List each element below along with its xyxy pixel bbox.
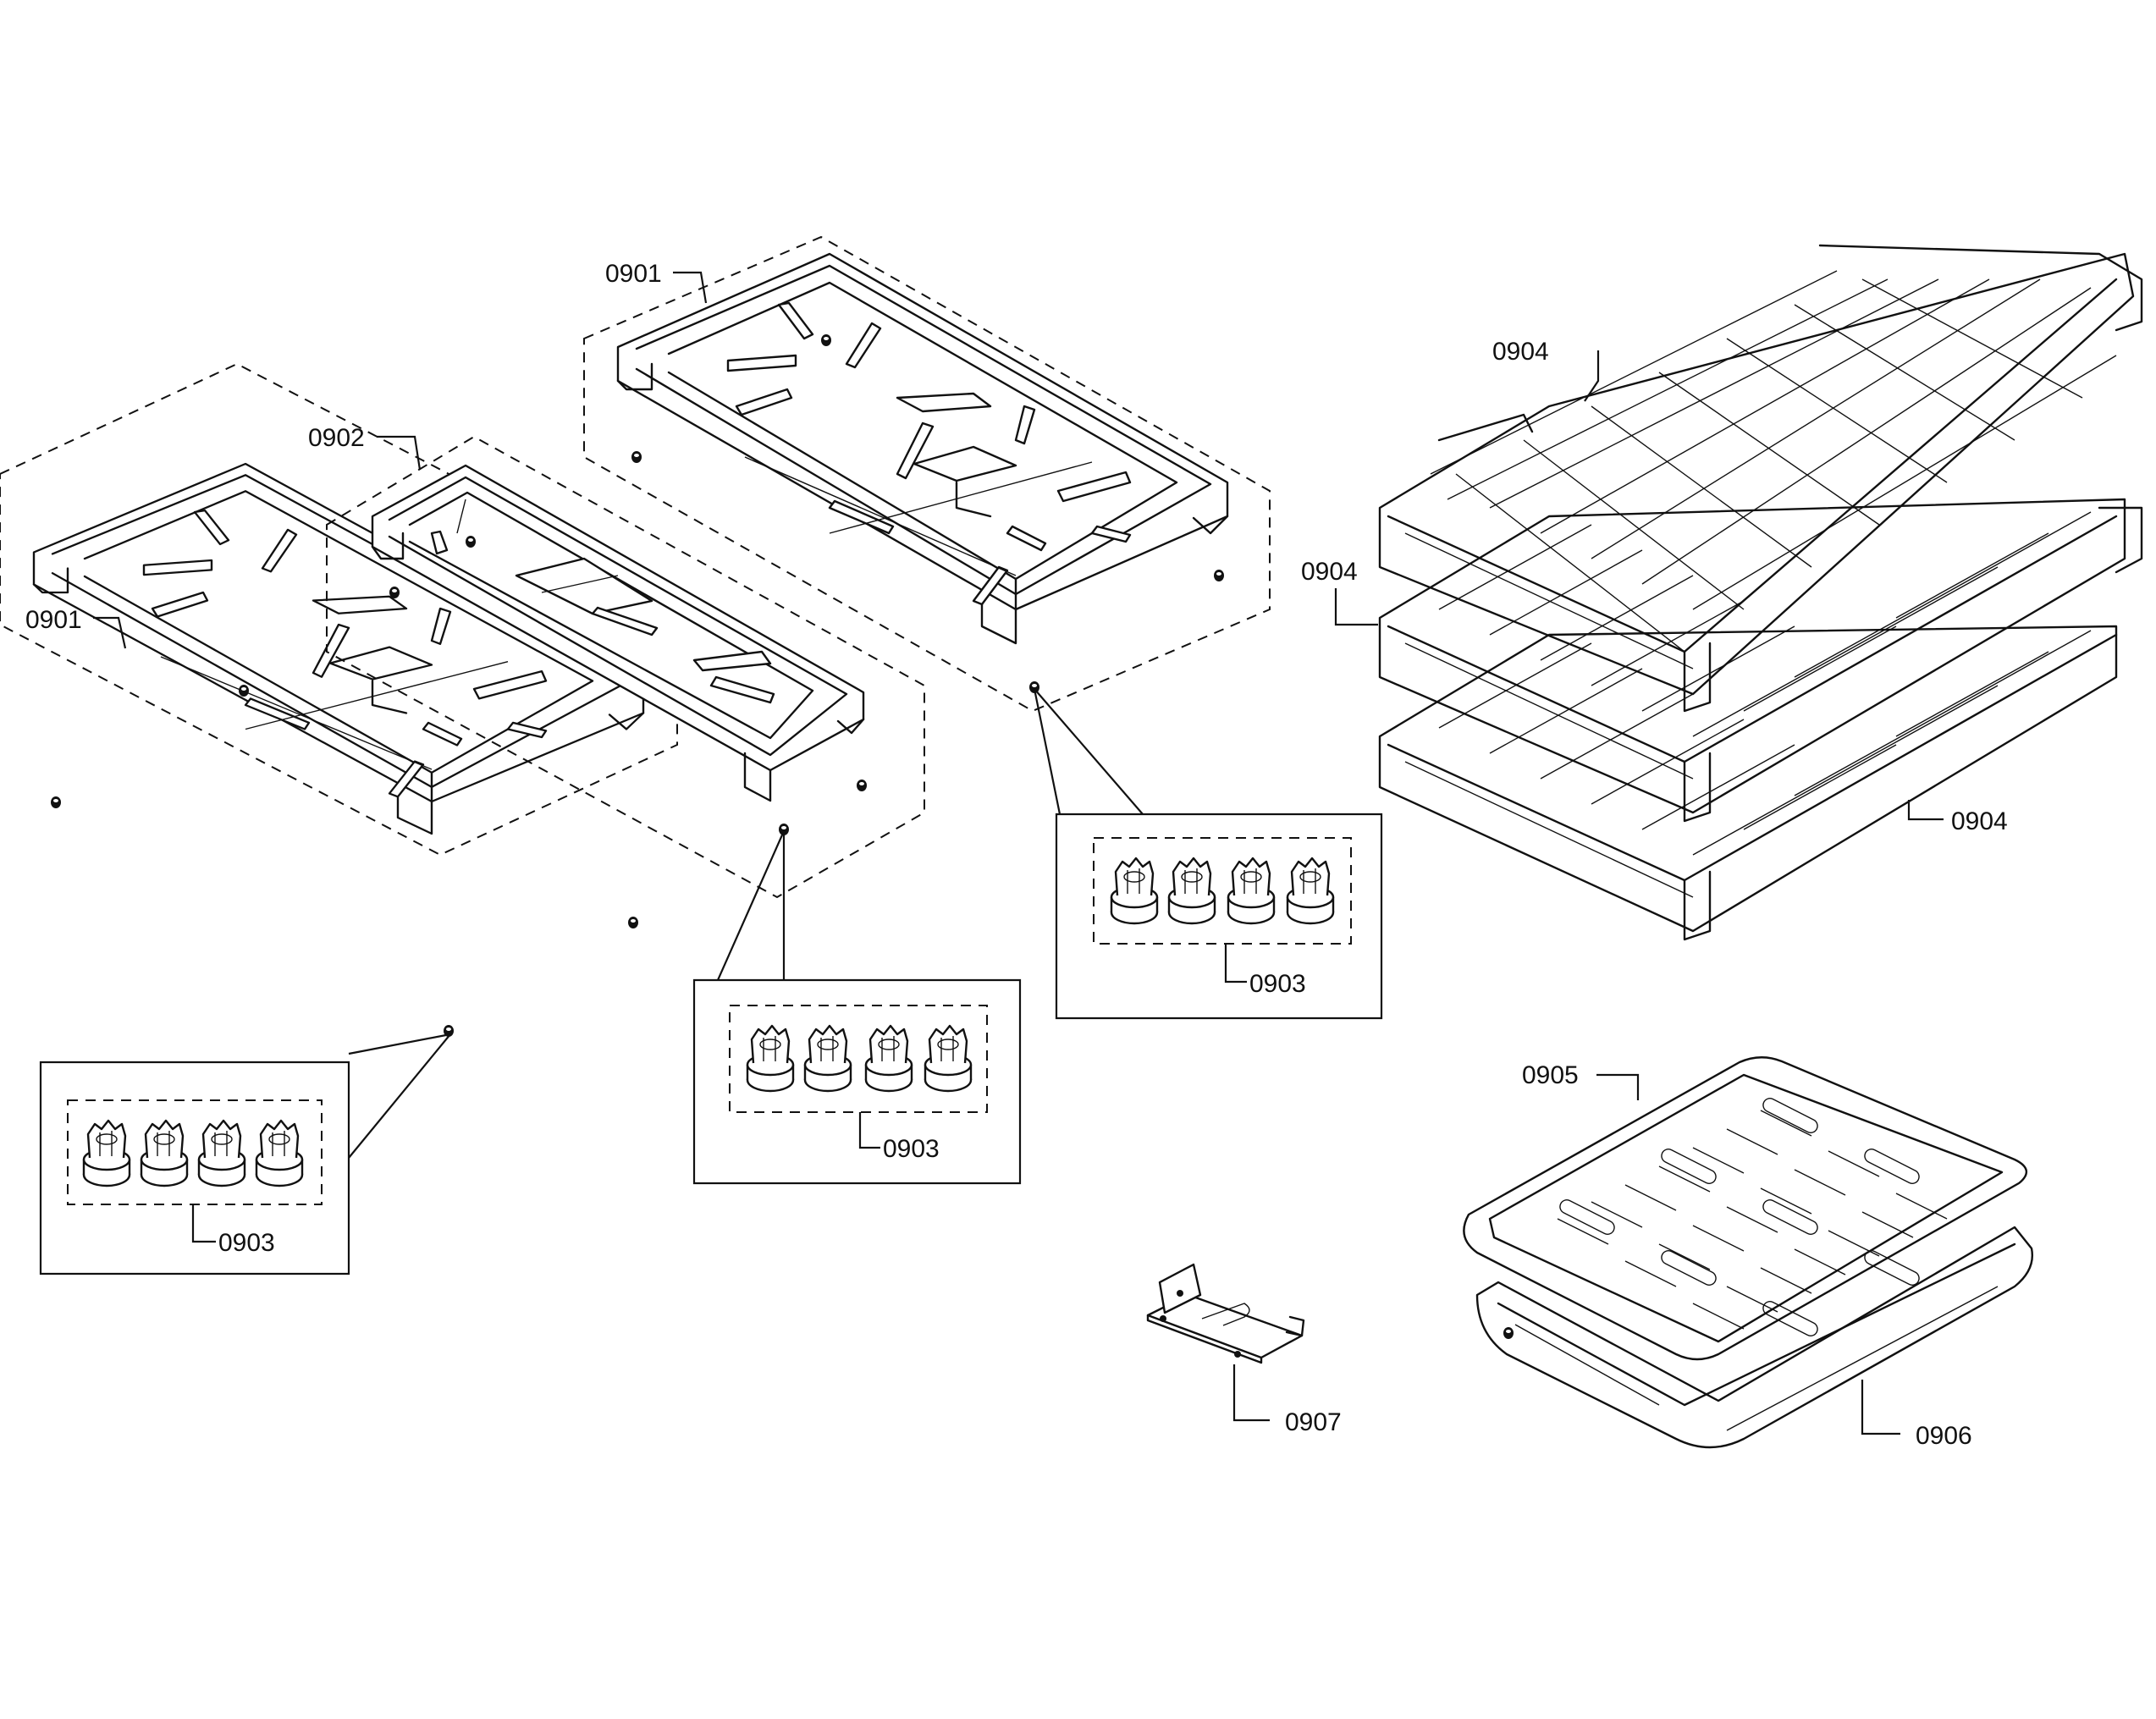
label-rack-top: 0904	[1492, 338, 1549, 366]
grate-right-callout: 0901	[605, 260, 708, 304]
grate-center	[326, 435, 925, 899]
broil-pan-callout: 0906	[1861, 1380, 1972, 1450]
anti-tip-bracket	[1146, 1263, 1305, 1364]
foot-set-left: 0903	[39, 1033, 451, 1275]
label-grate-center: 0902	[308, 424, 365, 452]
rack-callouts: 0904 0904 0904	[1301, 338, 2008, 835]
broil-pan-insert-callout: 0905	[1522, 1061, 1640, 1100]
grate-right	[583, 235, 1271, 713]
oven-racks	[1378, 244, 2143, 941]
foot-set-right: 0903	[1033, 688, 1383, 1020]
grate-center-callout: 0902	[308, 424, 422, 471]
broil-pan	[1475, 1226, 2033, 1449]
label-feet-center: 0903	[883, 1135, 940, 1163]
label-grate-right: 0901	[605, 260, 662, 288]
label-broil-pan: 0906	[1916, 1422, 1972, 1450]
foot-set-center: 0903	[692, 830, 1022, 1185]
label-grate-left: 0901	[25, 606, 82, 634]
label-broil-pan-insert: 0905	[1522, 1061, 1579, 1089]
label-rack-middle: 0904	[1301, 558, 1358, 586]
label-feet-right: 0903	[1249, 970, 1306, 998]
grate-left	[0, 362, 678, 1037]
broil-pan-insert	[1463, 1056, 2027, 1361]
label-feet-left: 0903	[218, 1229, 275, 1257]
label-rack-bottom: 0904	[1951, 807, 2008, 835]
label-bracket: 0907	[1285, 1408, 1342, 1436]
bracket-callout: 0907	[1232, 1364, 1342, 1436]
grate-left-callout: 0901	[25, 606, 127, 649]
